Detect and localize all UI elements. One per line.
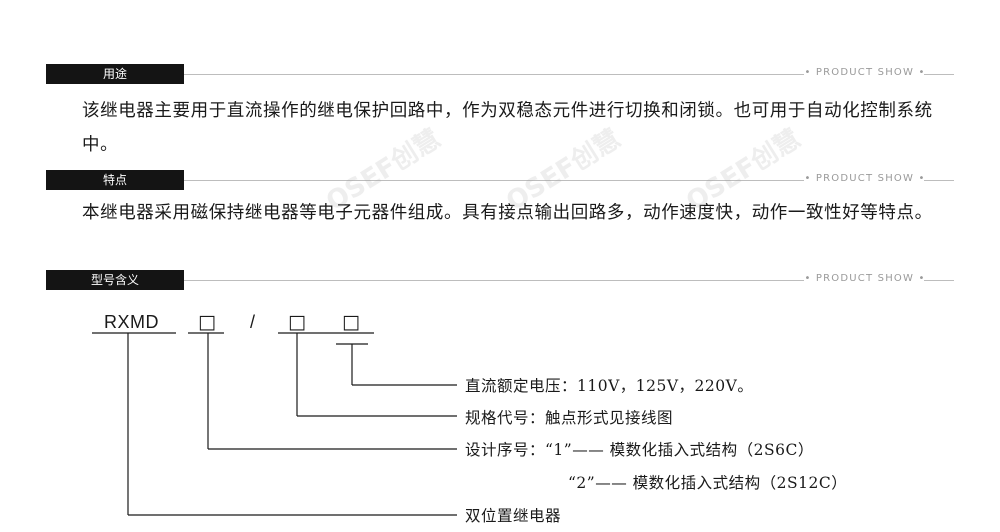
section-header-features: 特点 • PRODUCT SHOW • xyxy=(46,170,954,190)
divider-line xyxy=(924,74,954,75)
product-show-label: • PRODUCT SHOW • xyxy=(804,67,926,78)
model-box: □ xyxy=(288,311,306,333)
section-title-features: 特点 xyxy=(46,170,184,190)
rated-voltage-text: 直流额定电压：110V，125V，220V。 xyxy=(465,377,754,395)
section-header-usage: 用途 • PRODUCT SHOW • xyxy=(46,64,954,84)
divider-line xyxy=(184,180,804,181)
features-text: 本继电器采用磁保持继电器等电子元器件组成。具有接点输出回路多，动作速度快，动作一… xyxy=(82,203,933,223)
divider-line xyxy=(184,74,804,75)
usage-paragraph: 该继电器主要用于直流操作的继电保护回路中，作为双稳态元件进行切换和闭锁。也可用于… xyxy=(46,94,958,162)
model-slash: / xyxy=(250,312,256,332)
divider-line xyxy=(924,280,954,281)
model-box: □ xyxy=(198,311,216,333)
features-paragraph: 本继电器采用磁保持继电器等电子元器件组成。具有接点输出回路多，动作速度快，动作一… xyxy=(46,196,958,230)
product-show-label: • PRODUCT SHOW • xyxy=(804,273,926,284)
model-prefix: RXMD xyxy=(104,312,159,332)
design-number-2-text: “2”—— 模数化插入式结构（2S12C） xyxy=(568,474,848,492)
product-name-text: 双位置继电器 xyxy=(465,507,562,525)
design-number-text: 设计序号：“1”—— 模数化插入式结构（2S6C） xyxy=(465,441,814,459)
model-box: □ xyxy=(342,311,360,333)
section-header-model: 型号含义 • PRODUCT SHOW • xyxy=(46,270,954,290)
usage-text: 该继电器主要用于直流操作的继电保护回路中，作为双稳态元件进行切换和闭锁。也可用于… xyxy=(82,101,933,155)
spec-code-text: 规格代号：触点形式见接线图 xyxy=(465,409,674,427)
divider-line xyxy=(184,280,804,281)
product-show-label: • PRODUCT SHOW • xyxy=(804,173,926,184)
divider-line xyxy=(924,180,954,181)
section-title-usage: 用途 xyxy=(46,64,184,84)
section-title-model: 型号含义 xyxy=(46,270,184,290)
